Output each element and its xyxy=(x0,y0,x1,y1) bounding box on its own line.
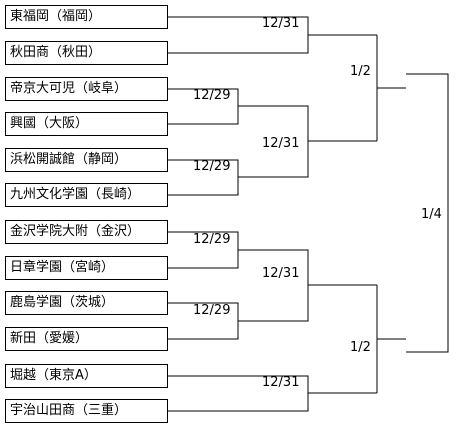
date-r2-a: 12/31 xyxy=(262,16,300,31)
team-box-6: 九州文化学園（長崎） xyxy=(5,183,168,207)
date-r1-d: 12/29 xyxy=(193,303,231,318)
team-box-12: 宇治山田商（三重） xyxy=(5,399,168,423)
date-r1-b: 12/29 xyxy=(193,159,231,174)
date-r1-a: 12/29 xyxy=(193,88,231,103)
date-qf-b: 1/2 xyxy=(350,340,371,355)
bracket-line-r2-c xyxy=(268,249,309,322)
team-box-10: 新田（愛媛） xyxy=(5,327,168,351)
team-box-9: 鹿島学園（茨城） xyxy=(5,291,168,315)
date-qf-a: 1/2 xyxy=(350,64,371,79)
date-r2-b: 12/31 xyxy=(262,136,300,151)
team-box-11: 堀越（東京A） xyxy=(5,364,168,388)
date-sf: 1/4 xyxy=(421,207,442,222)
team-box-3: 帝京大可児（岐阜） xyxy=(5,77,168,101)
team-box-8: 日章学園（宮崎） xyxy=(5,256,168,280)
team-box-5: 浜松開誠館（静岡） xyxy=(5,148,168,172)
team-box-2: 秋田商（秋田） xyxy=(5,41,168,65)
team-box-7: 金沢学院大附（金沢） xyxy=(5,220,168,244)
team-box-1: 東福岡（福岡） xyxy=(5,5,168,29)
date-r2-c: 12/31 xyxy=(262,266,300,281)
date-r1-c: 12/29 xyxy=(193,232,231,247)
team-box-4: 興國（大阪） xyxy=(5,112,168,136)
bracket-line-sf xyxy=(406,73,449,353)
date-r2-d: 12/31 xyxy=(262,375,300,390)
